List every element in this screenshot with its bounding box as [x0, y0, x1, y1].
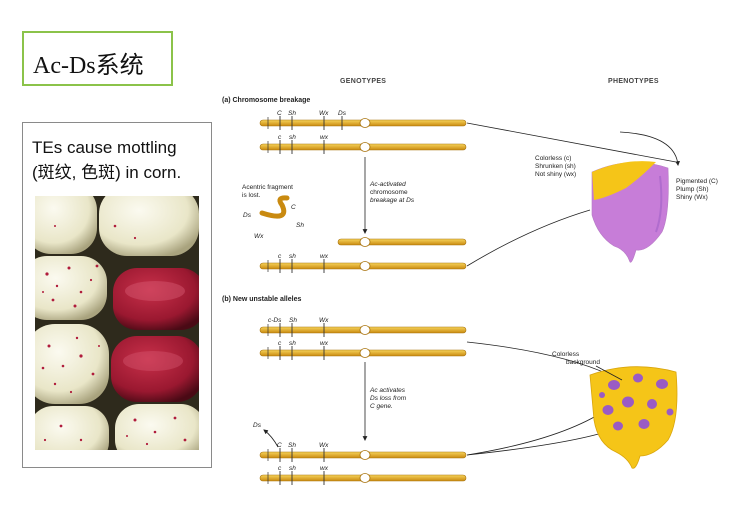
caption-line-1: TEs cause mottling	[32, 138, 177, 157]
chromosome-a1: C Sh Wx Ds	[259, 110, 467, 130]
phenotypes-header: PHENOTYPES	[608, 78, 659, 85]
breakage-text-2: chromosome	[370, 189, 408, 196]
gene-label-Sh-b3: Sh	[288, 442, 296, 449]
section-a-title: (a) Chromosome breakage	[222, 97, 310, 104]
pheno-colorless-1: Colorless (c)	[535, 155, 571, 162]
genotypes-header: GENOTYPES	[340, 78, 386, 85]
gene-label-wx-b1: Wx	[319, 317, 329, 324]
gene-label-wx-a4: wx	[320, 253, 329, 260]
kernel-spotted	[589, 366, 678, 469]
chromosome-a2: c sh wx	[259, 134, 467, 154]
chromosome-a4: c sh wx	[259, 253, 467, 273]
chromosome-b2: c sh wx	[259, 340, 467, 360]
gene-label-c: c	[278, 134, 282, 141]
arrow-ds-excision	[263, 429, 279, 448]
gene-label-sh: sh	[289, 134, 296, 141]
gene-label-wx-b2: wx	[320, 340, 329, 347]
slide-title-box: Ac-Ds系统	[22, 31, 173, 86]
arrow-pigmented-head	[619, 131, 681, 166]
ds-loss-text-3: C gene.	[370, 403, 393, 410]
gene-label-wx: wx	[320, 134, 329, 141]
chromosome-a3-broken	[337, 237, 467, 247]
chromosome-b3: C Sh Wx	[259, 442, 467, 462]
arrow-spot-1	[466, 409, 607, 456]
gene-label-Sh: Sh	[288, 110, 296, 117]
breakage-text-3: breakage at Ds	[370, 197, 415, 204]
chromosome-b1: c-Ds Sh Wx	[259, 317, 467, 337]
caption-line-2: (斑纹, 色斑) in corn.	[32, 163, 182, 182]
arrow-to-colorless	[466, 209, 591, 267]
gene-label-c-a4: c	[278, 253, 282, 260]
ds-loss-text-1: Ac activates	[369, 387, 406, 394]
pheno-pigmented-1: Pigmented (C)	[676, 178, 718, 185]
gene-label-c-b4: c	[278, 465, 282, 472]
gene-label-Ds: Ds	[338, 110, 347, 117]
colorless-bg-label-1: Colorless	[552, 351, 580, 358]
mottled-corn-photo	[35, 196, 199, 450]
gene-label-C-b3: C	[277, 442, 282, 449]
gene-label-wx-b4: wx	[320, 465, 329, 472]
section-b-title: (b) New unstable alleles	[222, 296, 301, 303]
gene-label-sh-a4: sh	[289, 253, 296, 260]
pheno-pigmented-2: Plump (Sh)	[676, 186, 709, 193]
breakage-text-1: Ac-activated	[369, 181, 406, 188]
chromosome-b4: c sh wx	[259, 465, 467, 485]
colorless-bg-label-2: background	[566, 359, 600, 366]
pheno-colorless-3: Not shiny (wx)	[535, 171, 576, 178]
gene-label-Wx-b3: Wx	[319, 442, 329, 449]
excised-ds-label: Ds	[253, 422, 262, 429]
pheno-pigmented-3: Shiny (Wx)	[676, 194, 708, 201]
colorless-bg-leader	[595, 365, 623, 381]
fragment-text-1: Acentric fragment	[242, 184, 293, 191]
gene-label-c-b2: c	[278, 340, 282, 347]
arrow-to-pigmented	[466, 122, 677, 163]
gene-label-sh-b2: sh	[289, 340, 296, 347]
ds-loss-text-2: Ds loss from	[370, 395, 407, 402]
photo-caption: TEs cause mottling (斑纹, 色斑) in corn.	[32, 135, 181, 185]
gene-label-sh-b4: sh	[289, 465, 296, 472]
slide-title: Ac-Ds系统	[33, 53, 144, 79]
fragment-gene-ds: Ds	[243, 212, 252, 219]
acentric-fragment	[259, 195, 290, 219]
arrow-to-spotted-top	[466, 341, 611, 376]
fragment-gene-c: C	[291, 204, 296, 211]
gene-label-C: C	[277, 110, 282, 117]
gene-label-c-ds: c-Ds	[268, 317, 282, 324]
corn-photo-panel: TEs cause mottling (斑纹, 色斑) in corn.	[22, 122, 212, 468]
fragment-text-2: is lost.	[242, 192, 261, 199]
gene-label-Wx: Wx	[319, 110, 329, 117]
fragment-gene-sh: Sh	[296, 222, 304, 229]
gene-label-sh-b1: Sh	[289, 317, 297, 324]
pheno-colorless-2: Shrunken (sh)	[535, 163, 576, 170]
mottling-spots	[41, 224, 187, 446]
kernel-sectored	[591, 161, 669, 263]
fragment-gene-wx: Wx	[254, 233, 264, 240]
